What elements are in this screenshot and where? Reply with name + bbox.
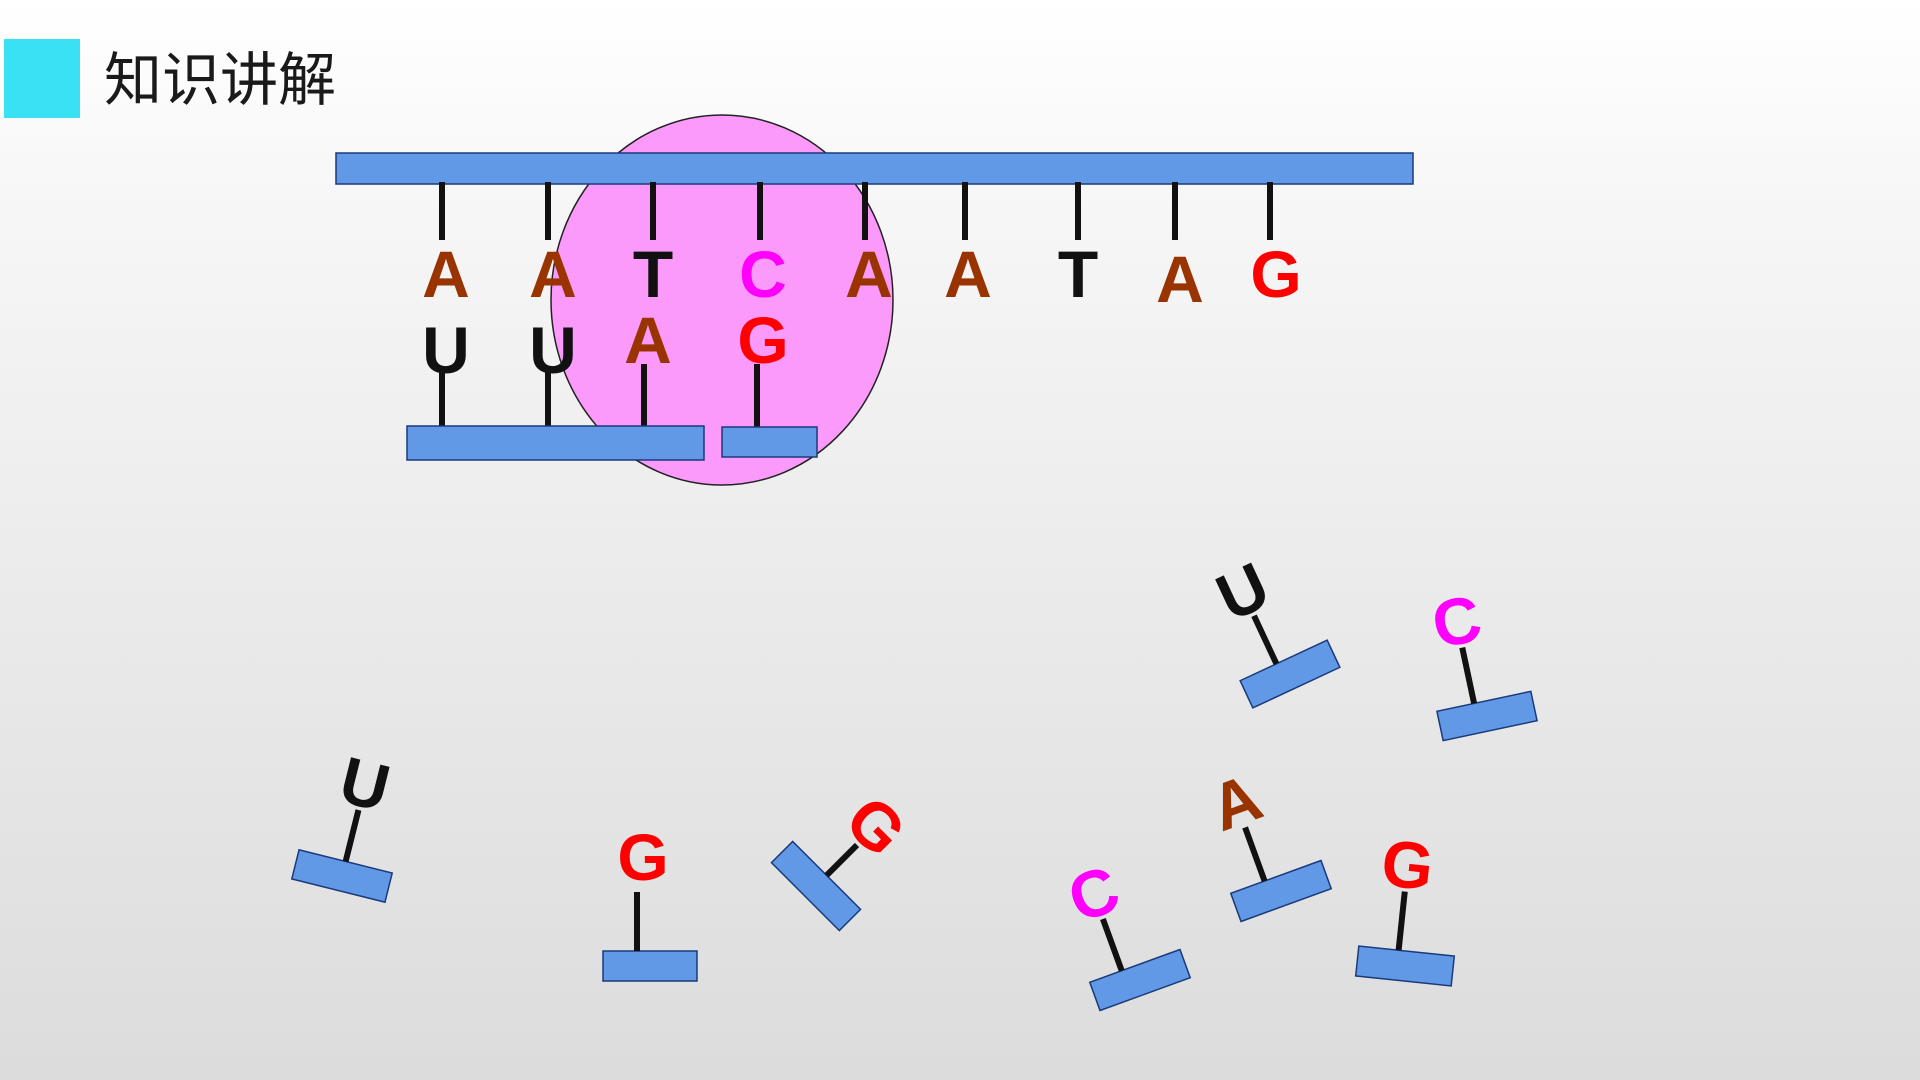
rna-backbone-short xyxy=(721,426,818,458)
rna-base: A xyxy=(624,303,672,377)
slide-title: 知识讲解 xyxy=(104,46,337,114)
free-nucleotide: A xyxy=(1201,759,1333,923)
dna-base: A xyxy=(422,237,470,311)
free-nucleotide: U xyxy=(1205,548,1341,709)
dna-base: A xyxy=(529,237,577,311)
ribosome-ellipse xyxy=(550,114,894,486)
dna-base: C xyxy=(739,237,787,311)
rna-stems xyxy=(439,364,760,428)
free-nucleotide-base: G xyxy=(617,820,668,894)
dna-backbone xyxy=(335,152,1414,185)
dna-base: A xyxy=(1156,242,1204,316)
rna-backbone-long xyxy=(406,425,705,461)
title-accent-square xyxy=(4,39,80,118)
free-nucleotide-base: G xyxy=(1378,825,1437,904)
free-nucleotide: G xyxy=(770,782,920,932)
free-nucleotide-base: U xyxy=(333,742,397,825)
free-nucleotide: G xyxy=(1354,825,1456,987)
dna-base: T xyxy=(633,237,673,311)
rna-base: U xyxy=(422,313,470,387)
free-nucleotide: C xyxy=(1059,851,1192,1012)
free-nucleotide-base: A xyxy=(1201,759,1271,845)
dna-base: A xyxy=(845,237,893,311)
dna-base: A xyxy=(944,237,992,311)
dna-stems xyxy=(439,182,1273,240)
dna-base: T xyxy=(1058,237,1098,311)
free-nucleotide: C xyxy=(1426,580,1538,742)
free-nucleotide-base: C xyxy=(1059,851,1129,937)
free-nucleotide-base: C xyxy=(1426,580,1488,662)
dna-base: G xyxy=(1250,237,1301,311)
rna-base: G xyxy=(737,303,788,377)
free-nucleotide: G xyxy=(602,820,698,982)
rna-base: U xyxy=(529,313,577,387)
free-nucleotide-base: U xyxy=(1205,548,1279,635)
free-nucleotide: U xyxy=(290,742,397,904)
